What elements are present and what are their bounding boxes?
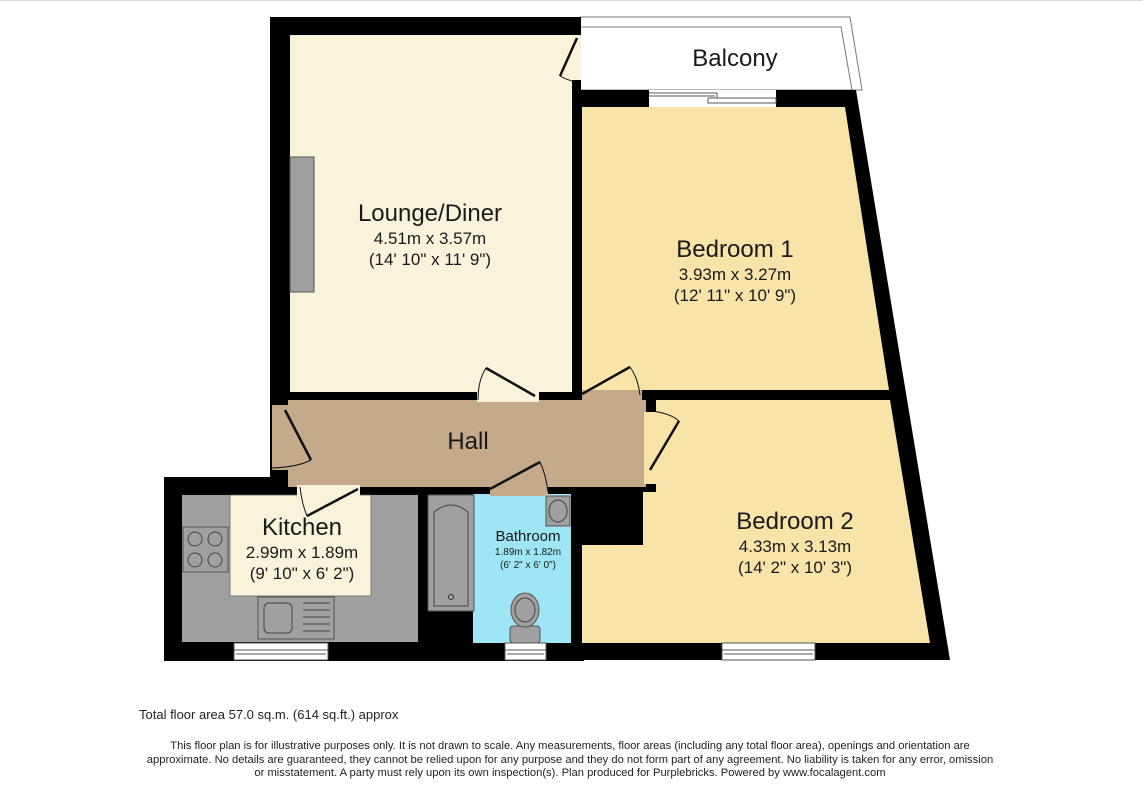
lounge-floor: [290, 35, 572, 392]
lounge-label: Lounge/Diner 4.51m x 3.57m (14' 10" x 11…: [330, 200, 530, 270]
total-floor-area: Total floor area 57.0 sq.m. (614 sq.ft.)…: [139, 707, 399, 722]
bedroom1-floor: [582, 107, 889, 390]
floor-plan: [164, 16, 950, 661]
bedroom1-imperial: (12' 11" x 10' 9"): [673, 286, 797, 305]
disclaimer-line-1: This floor plan is for illustrative purp…: [170, 740, 970, 752]
bathroom-name: Bathroom: [495, 528, 561, 545]
basin-icon: [545, 495, 571, 527]
kitchen-metric: 2.99m x 1.89m: [245, 543, 359, 562]
balcony: [579, 16, 863, 91]
balcony-name: Balcony: [692, 45, 778, 72]
hall-name: Hall: [447, 428, 489, 455]
doors: [271, 35, 681, 518]
bedroom2-floor: [582, 400, 930, 643]
window-kitchen: [233, 642, 329, 661]
kitchen-name: Kitchen: [261, 514, 343, 541]
bathroom-imperial: (6' 2" x 6' 0"): [500, 560, 556, 571]
top-border-line: [0, 0, 1143, 1]
disclaimer: This floor plan is for illustrative purp…: [130, 740, 1010, 781]
bedroom2-imperial: (14' 2" x 10' 3"): [737, 558, 852, 577]
toilet-icon: [509, 592, 541, 644]
window-bedroom2: [721, 642, 816, 661]
bedroom2-name: Bedroom 2: [736, 508, 854, 535]
hall-floor: [288, 400, 646, 487]
hall-label: Hall: [418, 428, 518, 456]
kitchen-imperial: (9' 10" x 6' 2"): [249, 564, 355, 583]
bedroom1-name: Bedroom 1: [676, 236, 794, 263]
disclaimer-line-3: or misstatement. A party must rely upon …: [254, 767, 886, 779]
bedroom1-metric: 3.93m x 3.27m: [678, 265, 792, 284]
bedroom2-label: Bedroom 2 4.33m x 3.13m (14' 2" x 10' 3"…: [695, 508, 895, 578]
bedroom2-metric: 4.33m x 3.13m: [738, 537, 852, 556]
kitchen-label: Kitchen 2.99m x 1.89m (9' 10" x 6' 2"): [222, 514, 382, 584]
bedroom1-label: Bedroom 1 3.93m x 3.27m (12' 11" x 10' 9…: [635, 236, 835, 306]
sink-icon: [257, 596, 335, 640]
window-bathroom: [504, 642, 547, 661]
balcony-label: Balcony: [620, 45, 850, 73]
kitchen: [182, 494, 418, 642]
lounge-imperial: (14' 10" x 11' 9"): [368, 250, 492, 269]
bathroom-label: Bathroom 1.89m x 1.82m (6' 2" x 6' 0"): [478, 528, 578, 572]
lounge-name: Lounge/Diner: [357, 200, 503, 227]
bathroom-metric: 1.89m x 1.82m: [494, 547, 562, 558]
disclaimer-line-2: approximate. No details are guaranteed, …: [146, 753, 994, 766]
bathroom: [427, 494, 571, 644]
lounge-metric: 4.51m x 3.57m: [373, 229, 487, 248]
tv-unit-icon: [289, 156, 315, 293]
hob-icon: [182, 526, 229, 573]
window-balcony-door: [649, 90, 777, 107]
